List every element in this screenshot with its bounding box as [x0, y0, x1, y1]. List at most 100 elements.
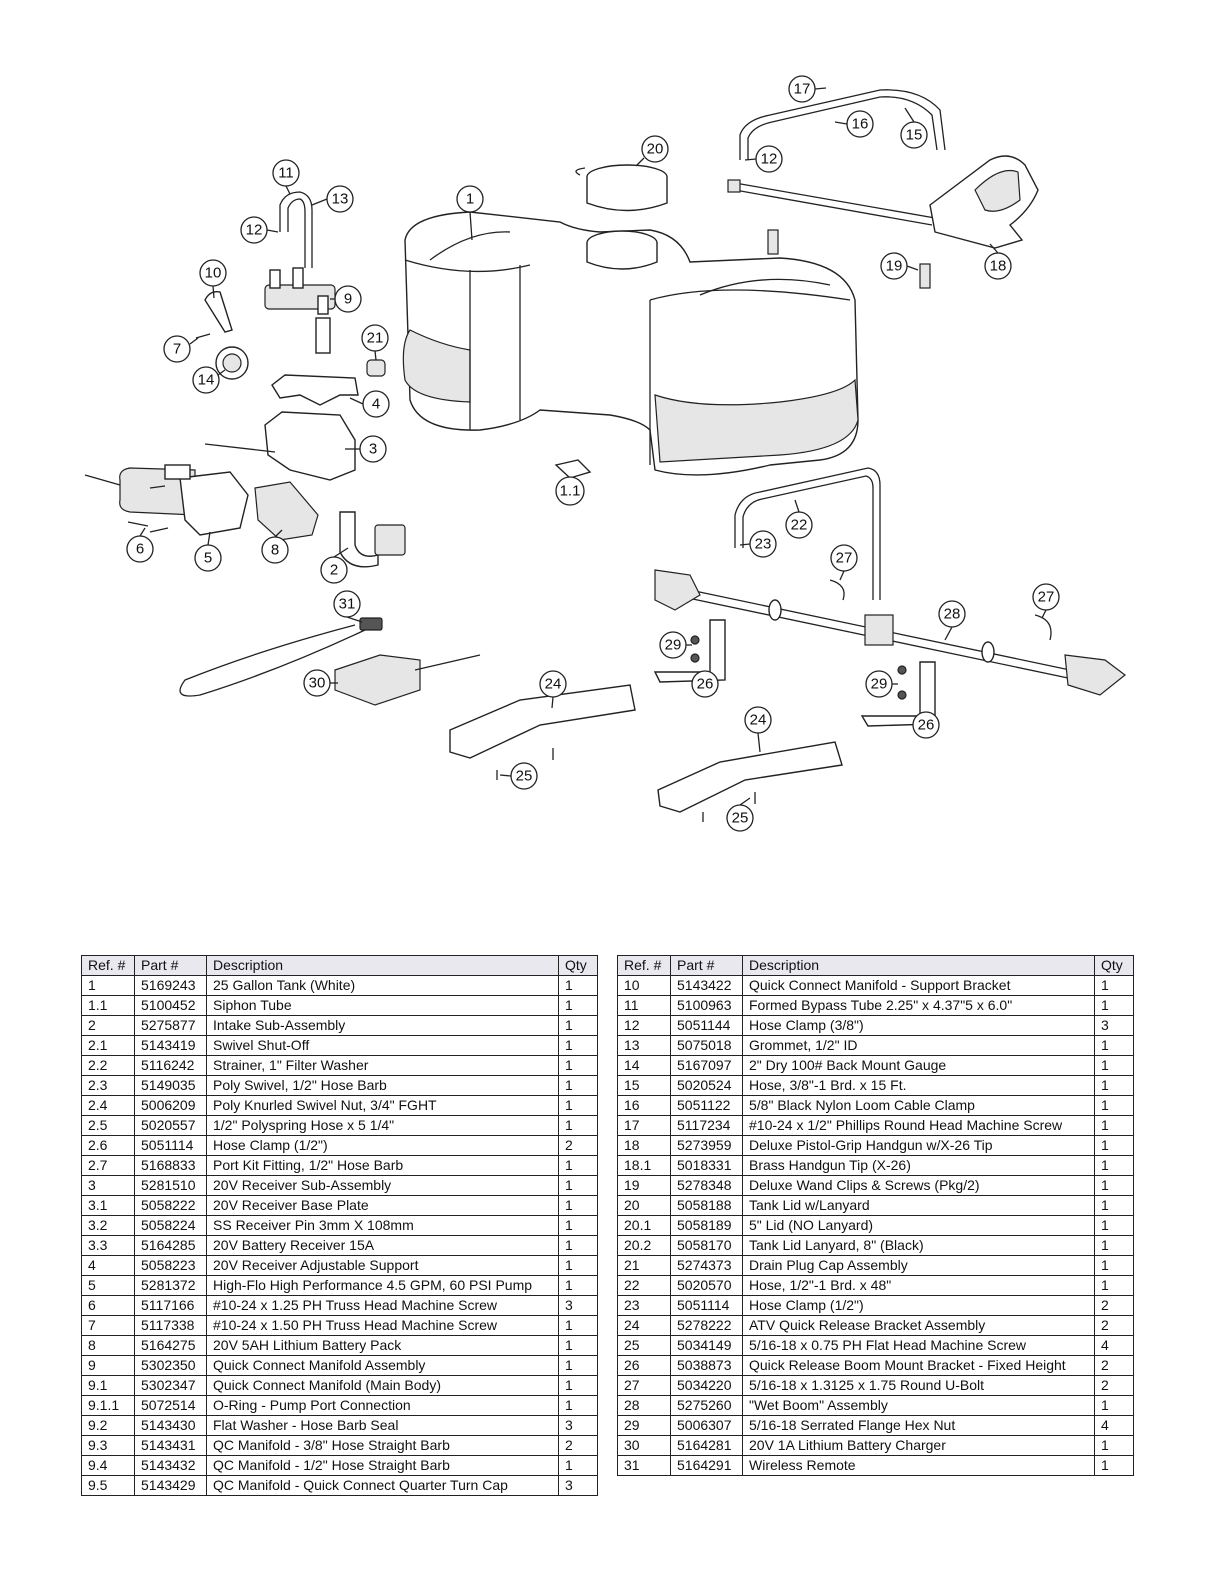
support-bracket-drawing [204, 290, 233, 333]
cell-part-number: 5058223 [134, 1255, 207, 1276]
cell-qty: 2 [1094, 1295, 1134, 1316]
svg-text:8: 8 [271, 542, 279, 559]
cell-ref: 23 [617, 1295, 671, 1316]
gauge-face [222, 353, 242, 373]
callout-31: 31 [333, 590, 363, 623]
cell-part-number: 5167097 [670, 1055, 743, 1076]
cell-description: Flat Washer - Hose Barb Seal [206, 1415, 559, 1436]
cell-ref: 2.1 [81, 1035, 135, 1056]
cell-qty: 1 [1094, 995, 1134, 1016]
cell-description: QC Manifold - 1/2" Hose Straight Barb [206, 1455, 559, 1476]
cell-ref: 19 [617, 1175, 671, 1196]
cell-description: QC Manifold - 3/8" Hose Straight Barb [206, 1435, 559, 1456]
svg-text:29: 29 [665, 637, 682, 654]
svg-text:25: 25 [516, 768, 533, 785]
cell-part-number: 5058170 [670, 1235, 743, 1256]
drain-cap-drawing [366, 359, 386, 377]
svg-text:10: 10 [205, 265, 222, 282]
cell-description: Port Kit Fitting, 1/2" Hose Barb [206, 1155, 559, 1176]
cell-description: Hose Clamp (1/2") [206, 1135, 559, 1156]
cell-part-number: 5100452 [134, 995, 207, 1016]
charger-drawing [334, 654, 421, 706]
cell-description: Poly Knurled Swivel Nut, 3/4" FGHT [206, 1095, 559, 1116]
cell-description: Wireless Remote [742, 1455, 1095, 1476]
cell-ref: 9.2 [81, 1415, 135, 1436]
callout-28: 28 [938, 600, 966, 641]
siphon-tube-drawing [554, 459, 592, 479]
callout-18: 18 [984, 243, 1012, 280]
svg-text:5: 5 [204, 550, 212, 567]
header-description: Description [742, 955, 1095, 976]
callout-6: 6 [126, 527, 154, 563]
cell-description: Quick Connect Manifold - Support Bracket [742, 975, 1095, 996]
cell-part-number: 5302350 [134, 1355, 207, 1376]
cell-description: #10-24 x 1/2" Phillips Round Head Machin… [742, 1115, 1095, 1136]
cell-qty: 1 [558, 1255, 598, 1276]
cell-qty: 3 [1094, 1015, 1134, 1036]
cell-description: ATV Quick Release Bracket Assembly [742, 1315, 1095, 1336]
cell-part-number: 5273959 [670, 1135, 743, 1156]
cell-description: 5/8" Black Nylon Loom Cable Clamp [742, 1095, 1095, 1116]
cell-qty: 1 [558, 975, 598, 996]
cell-part-number: 5051144 [670, 1015, 743, 1036]
cell-ref: 9.3 [81, 1435, 135, 1456]
cell-part-number: 5006307 [670, 1415, 743, 1436]
bypass-tube-drawing [279, 191, 313, 268]
cell-qty: 1 [558, 1455, 598, 1476]
cell-part-number: 5075018 [670, 1035, 743, 1056]
callout-14: 14 [192, 366, 226, 394]
cell-part-number: 5058222 [134, 1195, 207, 1216]
remote-drawing [359, 617, 383, 631]
cell-description: Grommet, 1/2" ID [742, 1035, 1095, 1056]
cell-qty: 2 [558, 1135, 598, 1156]
header-part: Part # [670, 955, 743, 976]
cell-ref: 22 [617, 1275, 671, 1296]
header-part: Part # [134, 955, 207, 976]
cell-description: Tank Lid w/Lanyard [742, 1195, 1095, 1216]
wet-boom-drawing [654, 569, 1126, 696]
cell-part-number: 5274373 [670, 1255, 743, 1276]
callout-27: 27 [830, 544, 858, 581]
u-bolt-drawing [829, 579, 845, 601]
wand-clip-drawing-2 [767, 229, 779, 255]
callout-10: 10 [199, 259, 227, 299]
svg-text:2: 2 [330, 562, 338, 579]
hose-15-drawing [739, 89, 946, 160]
atv-bracket-drawing [449, 684, 636, 759]
cell-ref: 9.5 [81, 1475, 135, 1496]
svg-text:28: 28 [944, 606, 961, 623]
pump-drawing [84, 464, 249, 536]
intake-drawing [339, 511, 406, 568]
callout-17: 17 [788, 75, 827, 103]
table-header-row: Ref. # Part # Description Qty [617, 955, 1134, 976]
cell-ref: 26 [617, 1355, 671, 1376]
cell-ref: 25 [617, 1335, 671, 1356]
cell-ref: 14 [617, 1055, 671, 1076]
cell-qty: 1 [558, 1095, 598, 1116]
svg-text:19: 19 [886, 258, 903, 275]
cell-ref: 31 [617, 1455, 671, 1476]
callout-15: 15 [900, 107, 928, 149]
header-qty: Qty [558, 955, 598, 976]
svg-text:21: 21 [367, 330, 384, 347]
cell-ref: 30 [617, 1435, 671, 1456]
cell-qty: 1 [1094, 1135, 1134, 1156]
cell-ref: 11 [617, 995, 671, 1016]
cell-part-number: 5058224 [134, 1215, 207, 1236]
cell-description: Strainer, 1" Filter Washer [206, 1055, 559, 1076]
callout-13: 13 [311, 185, 354, 213]
callout-19: 19 [880, 252, 919, 280]
callout-16: 16 [834, 110, 874, 138]
screws-drawing [127, 333, 211, 533]
